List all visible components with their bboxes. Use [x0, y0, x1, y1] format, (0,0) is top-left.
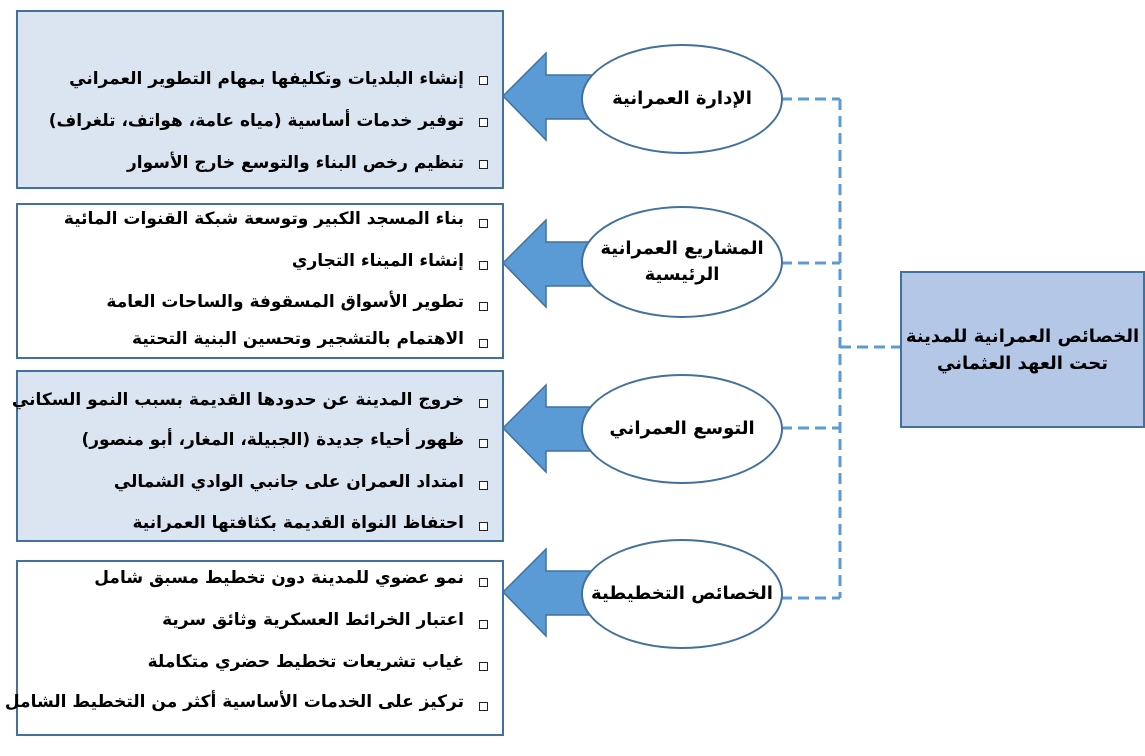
list-item: تنظيم رخص البناء والتوسع خارج الأسوار [127, 153, 464, 173]
checkbox-icon [479, 118, 488, 127]
node-title: الخصائص التخطيطية [591, 582, 773, 604]
checkbox-icon [479, 439, 488, 448]
checkbox-icon [479, 339, 488, 348]
checkbox-icon [479, 219, 488, 228]
node-title: التوسع العمراني [609, 417, 755, 439]
node-title-line1: المشاريع العمرانية [600, 237, 764, 259]
node-title: الإدارة العمرانية [612, 87, 752, 109]
checkbox-icon [479, 481, 488, 490]
root-title-line1: الخصائص العمرانية للمدينة [905, 325, 1140, 347]
arrows [501, 51, 606, 638]
checkbox-icon [479, 160, 488, 169]
node-major-projects: المشاريع العمرانية الرئيسية [581, 206, 783, 318]
list-item: اعتبار الخرائط العسكرية وثائق سرية [162, 610, 464, 630]
list-item: ظهور أحياء جديدة (الجبيلة، المغار، أبو م… [81, 430, 464, 450]
checkbox-icon [479, 399, 488, 408]
panel-urban-expansion: خروج المدينة عن حدودها القديمة بسبب النم… [12, 370, 504, 542]
checkbox-icon [479, 620, 488, 629]
list-item: إنشاء البلديات وتكليفها بمهام التطوير ال… [69, 69, 464, 89]
list-item: بناء المسجد الكبير وتوسعة شبكة القنوات ا… [63, 209, 464, 229]
list-item: خروج المدينة عن حدودها القديمة بسبب النم… [11, 390, 464, 410]
checkbox-icon [479, 302, 488, 311]
root-title-line2: تحت العهد العثماني [937, 352, 1108, 374]
list-item: نمو عضوي للمدينة دون تخطيط مسبق شامل [94, 568, 464, 588]
checkbox-icon [479, 261, 488, 270]
checkbox-icon [479, 76, 488, 85]
list-item: تركيز على الخدمات الأساسية أكثر من التخط… [4, 692, 464, 712]
list-item: إنشاء الميناء التجاري [291, 251, 464, 271]
list-item: احتفاظ النواة القديمة بكثافتها العمرانية [132, 513, 465, 533]
checkbox-icon [479, 522, 488, 531]
node-urban-expansion: التوسع العمراني [581, 374, 783, 484]
panel-planning-characteristics: نمو عضوي للمدينة دون تخطيط مسبق شامل اعت… [5, 560, 504, 736]
dashed-connectors [781, 97, 900, 600]
checkbox-icon [479, 702, 488, 711]
panel-major-projects: بناء المسجد الكبير وتوسعة شبكة القنوات ا… [16, 203, 504, 359]
checkbox-icon [479, 662, 488, 671]
root-box: الخصائص العمرانية للمدينة تحت العهد العث… [900, 271, 1145, 428]
list-item: تطوير الأسواق المسقوفة والساحات العامة [106, 292, 464, 312]
node-planning-characteristics: الخصائص التخطيطية [581, 539, 783, 649]
panel-urban-administration: إنشاء البلديات وتكليفها بمهام التطوير ال… [16, 10, 504, 189]
list-item: غياب تشريعات تخطيط حضري متكاملة [147, 652, 464, 672]
checkbox-icon [479, 578, 488, 587]
list-item: توفير خدمات أساسية (مياه عامة، هواتف، تل… [48, 111, 464, 131]
list-item: امتداد العمران على جانبي الوادي الشمالي [113, 472, 464, 492]
node-title-line2: الرئيسية [644, 264, 720, 285]
list-item: الاهتمام بالتشجير وتحسين البنية التحتية [132, 329, 464, 349]
node-urban-administration: الإدارة العمرانية [581, 44, 783, 154]
